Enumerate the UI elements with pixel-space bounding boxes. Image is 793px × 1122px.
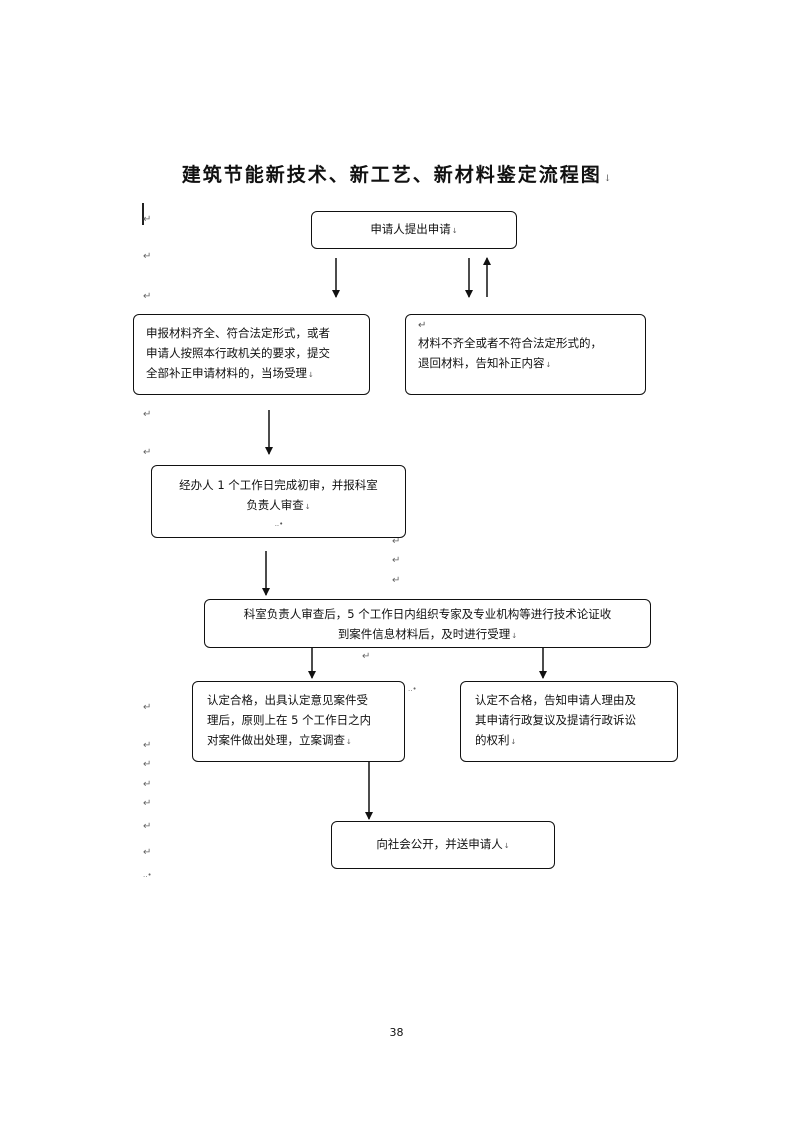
paragraph-mark: ↓	[346, 738, 352, 746]
paragraph-mark: ↵	[143, 821, 152, 832]
node-reject-line: 材料不齐全或者不符合法定形式的，	[418, 336, 602, 350]
paragraph-mark: ↵	[143, 251, 152, 262]
node-chief-line: 科室负责人审查后，5 个工作日内组织专家及专业机构等进行技术论证收	[243, 607, 612, 621]
node-reject-line: 退回材料，告知补正内容	[418, 356, 545, 370]
paragraph-mark: ↓	[510, 738, 517, 746]
paragraph-mark: ↵	[143, 214, 152, 225]
node-apply: 申请人提出申请↓	[311, 211, 517, 249]
paragraph-mark: ↵	[392, 575, 401, 586]
node-accept-line: 申报材料齐全、符合法定形式，或者	[146, 326, 330, 340]
paragraph-mark: ↵	[362, 651, 371, 662]
paragraph-mark: ↓	[451, 227, 458, 235]
paragraph-mark: ↵	[143, 291, 152, 302]
paragraph-mark: ↵	[143, 740, 152, 751]
page-title: 建筑节能新技术、新工艺、新材料鉴定流程图↓	[0, 160, 793, 187]
paragraph-mark: ↓	[503, 842, 510, 850]
paragraph-mark: ↵	[143, 702, 152, 713]
page-number: 38	[389, 1026, 404, 1039]
paragraph-mark: ↓	[511, 632, 518, 640]
paragraph-mark: ↵	[143, 759, 152, 770]
title-paragraph-mark: ↓	[603, 174, 612, 184]
node-apply-text: 申请人提出申请	[370, 222, 451, 236]
node-handler-line: 经办人 1 个工作日完成初审，并报科室	[179, 478, 378, 492]
paragraph-mark: ↓	[304, 503, 311, 511]
node-publish: 向社会公开，并送申请人↓	[331, 821, 555, 869]
paragraph-mark: ↓	[545, 361, 552, 369]
paragraph-mark: ↵	[143, 847, 152, 858]
paragraph-mark: ..•	[274, 520, 284, 528]
text-cursor	[142, 203, 144, 225]
node-fail-line: 的权利	[475, 733, 510, 747]
node-fail: 认定不合格，告知申请人理由及 其申请行政复议及提请行政诉讼 的权利↓	[460, 681, 678, 762]
paragraph-mark: ..•	[408, 685, 417, 693]
node-chief: 科室负责人审查后，5 个工作日内组织专家及专业机构等进行技术论证收 到案件信息材…	[204, 599, 651, 648]
node-accept: 申报材料齐全、符合法定形式，或者 申请人按照本行政机关的要求，提交 全部补正申请…	[133, 314, 370, 395]
node-handler: 经办人 1 个工作日完成初审，并报科室 负责人审查↓ ..•	[151, 465, 406, 538]
paragraph-mark: ↵	[143, 779, 152, 790]
paragraph-mark: ..•	[143, 871, 152, 879]
node-chief-line: 到案件信息材料后，及时进行受理	[337, 627, 511, 641]
paragraph-mark: ↵	[143, 409, 152, 420]
node-pass-line: 对案件做出处理，立案调查	[207, 733, 345, 747]
node-accept-line: 全部补正申请材料的，当场受理	[146, 366, 307, 380]
node-fail-line: 认定不合格，告知申请人理由及	[475, 693, 636, 707]
node-pass-line: 理后，原则上在 5 个工作日之内	[207, 713, 372, 727]
paragraph-mark: ↵	[143, 798, 152, 809]
node-accept-line: 申请人按照本行政机关的要求，提交	[146, 346, 330, 360]
paragraph-mark: ↓	[308, 371, 314, 379]
node-reject: ↵ 材料不齐全或者不符合法定形式的， 退回材料，告知补正内容↓	[405, 314, 646, 395]
node-publish-text: 向社会公开，并送申请人	[376, 837, 503, 851]
title-text: 建筑节能新技术、新工艺、新材料鉴定流程图	[181, 164, 602, 186]
paragraph-mark: ↵	[143, 447, 152, 458]
node-pass: 认定合格，出具认定意见案件受 理后，原则上在 5 个工作日之内 对案件做出处理，…	[192, 681, 405, 762]
paragraph-mark: ↵	[418, 320, 427, 331]
node-pass-line: 认定合格，出具认定意见案件受	[207, 693, 368, 707]
paragraph-mark: ↵	[392, 536, 401, 547]
node-fail-line: 其申请行政复议及提请行政诉讼	[475, 713, 636, 727]
node-handler-line: 负责人审查	[246, 498, 304, 512]
paragraph-mark: ↵	[392, 555, 401, 566]
